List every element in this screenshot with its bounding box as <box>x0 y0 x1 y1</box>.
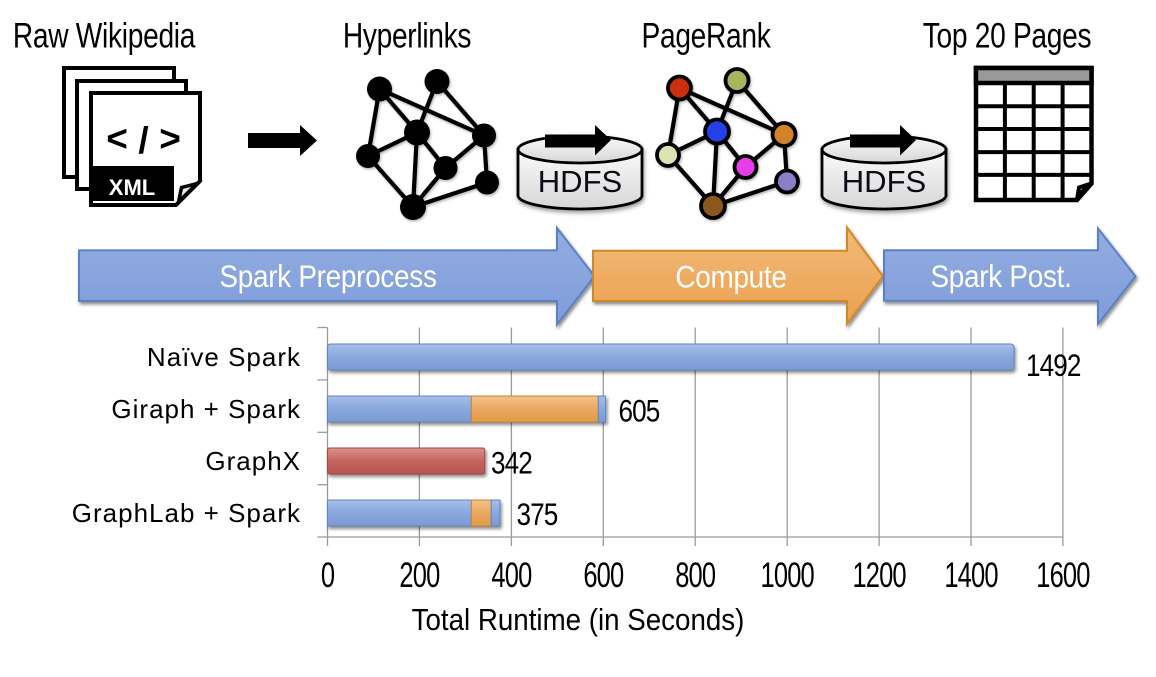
svg-text:800: 800 <box>675 555 715 595</box>
svg-text:Spark Post.: Spark Post. <box>930 259 1071 294</box>
svg-text:1400: 1400 <box>944 555 997 595</box>
svg-text:/: / <box>138 120 148 161</box>
svg-text:GraphX: GraphX <box>205 446 301 476</box>
svg-text:GraphLab + Spark: GraphLab + Spark <box>72 498 301 528</box>
svg-text:Spark Preprocess: Spark Preprocess <box>219 259 436 294</box>
svg-text:XML: XML <box>109 175 155 200</box>
svg-text:1000: 1000 <box>761 555 814 595</box>
svg-text:0: 0 <box>321 555 334 595</box>
svg-text:PageRank: PageRank <box>641 15 771 55</box>
svg-text:Raw Wikipedia: Raw Wikipedia <box>13 15 196 55</box>
svg-text:1492: 1492 <box>1026 349 1080 384</box>
svg-text:Compute: Compute <box>675 260 786 295</box>
svg-text:342: 342 <box>491 446 532 481</box>
svg-text:HDFS: HDFS <box>538 164 622 199</box>
svg-text:1600: 1600 <box>1036 555 1089 595</box>
svg-text:>: > <box>159 118 181 159</box>
svg-text:Giraph + Spark: Giraph + Spark <box>111 394 301 424</box>
svg-text:Top 20 Pages: Top 20 Pages <box>923 15 1092 55</box>
svg-text:375: 375 <box>517 498 558 533</box>
svg-text:Total Runtime (in Seconds): Total Runtime (in Seconds) <box>412 603 745 638</box>
svg-text:605: 605 <box>619 394 660 429</box>
svg-text:400: 400 <box>491 555 531 595</box>
svg-text:200: 200 <box>399 555 439 595</box>
svg-text:Naïve Spark: Naïve Spark <box>147 342 301 372</box>
svg-text:600: 600 <box>583 555 623 595</box>
svg-text:Hyperlinks: Hyperlinks <box>343 15 471 55</box>
svg-text:1200: 1200 <box>852 555 905 595</box>
svg-text:<: < <box>106 118 128 159</box>
svg-text:HDFS: HDFS <box>842 164 926 199</box>
